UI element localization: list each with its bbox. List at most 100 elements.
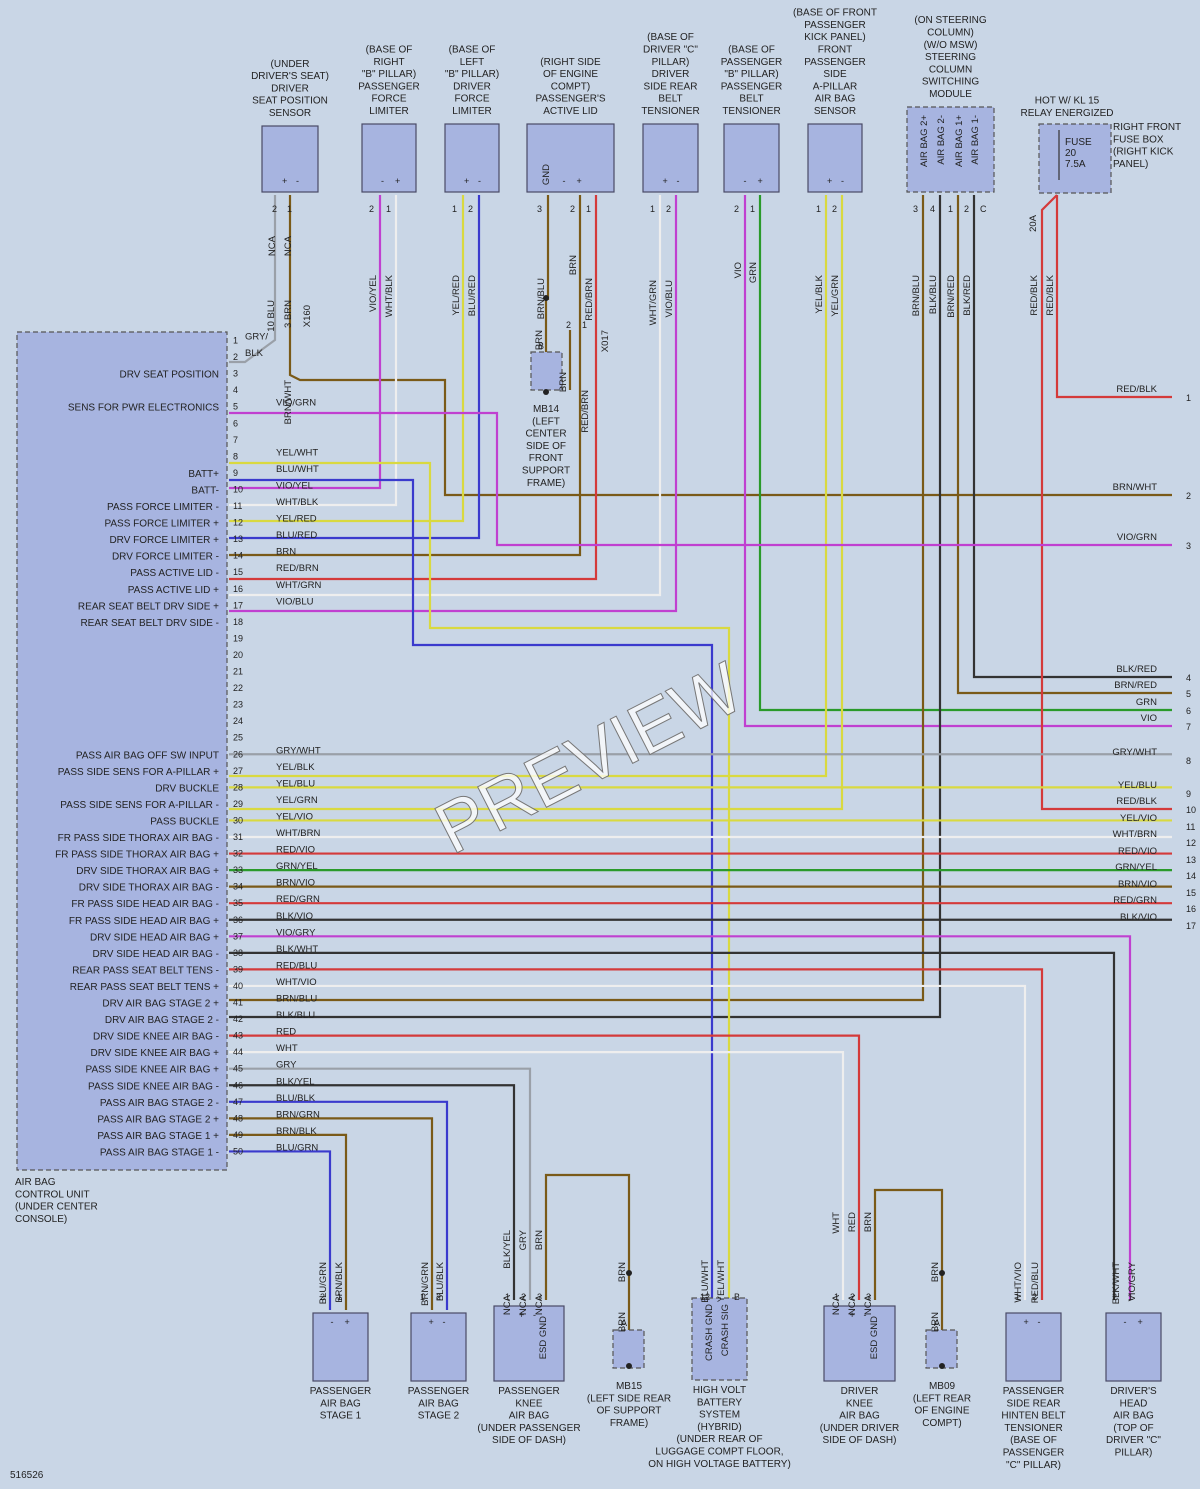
terminal-symbol: - (1124, 1317, 1127, 1327)
wire-color-label: YEL/GRN (830, 275, 841, 317)
control-unit-title: (UNDER CENTER (15, 1202, 98, 1213)
pin-function: REAR SEAT BELT DRV SIDE - (80, 618, 219, 629)
top-component-title: STEERING (925, 52, 976, 63)
wire-color-label: NCA (267, 235, 278, 256)
terminal-symbol: - (331, 1317, 334, 1327)
connector-wire-label: RED/VIO (1118, 846, 1157, 857)
top-component-title: COLUMN (929, 64, 972, 75)
bottom-component-title: STAGE 1 (320, 1411, 362, 1422)
wire-color-label: BLK/WHT (1111, 1262, 1122, 1304)
pin-function: PASS AIR BAG OFF SW INPUT (76, 750, 219, 761)
top-component-title: FRONT (818, 45, 852, 56)
top-component-title: TENSIONER (722, 106, 780, 117)
bottom-component-title: DRIVER (841, 1386, 879, 1397)
terminal-symbol: + (464, 176, 469, 186)
battery-pin-label: CRASH SIG (720, 1304, 731, 1356)
mb14-title: FRAME) (527, 478, 565, 489)
wire-yel-grn (229, 195, 844, 811)
top-component-title: KICK PANEL) (804, 32, 866, 43)
wire-color-label: BLU/WHT (700, 1260, 711, 1303)
pin-number: 32 (233, 849, 243, 859)
fuse-box-label: PANEL) (1113, 159, 1148, 170)
wire-pin-number: 2 (468, 204, 473, 214)
pin-number: 47 (233, 1097, 243, 1107)
bottom-component-title: STAGE 2 (418, 1411, 460, 1422)
wire-color-label: NCA (283, 235, 294, 256)
wire-pin-number: 2 (369, 204, 374, 214)
bottom-component-title: AIR BAG (839, 1411, 880, 1422)
pin-wire-label: WHT/BRN (276, 828, 320, 839)
wire-color-label: BRN/RED (946, 275, 957, 318)
pin-number: 25 (233, 733, 243, 743)
wire-color-label: BLK/RED (962, 275, 973, 316)
pin-number: 7 (233, 435, 238, 445)
pin-wire-label: BLK/BLU (276, 1010, 315, 1021)
pin-wire-label: YEL/BLU (276, 778, 315, 789)
terminal-symbol: + (519, 1310, 524, 1320)
pin-wire-label: GRY (276, 1060, 297, 1071)
pin-function: PASS ACTIVE LID - (130, 568, 219, 579)
wire-pin-number: 3 (913, 204, 918, 214)
splice-dot (626, 1270, 632, 1276)
top-component-title: DRIVER (652, 69, 690, 80)
terminal-symbol: - (744, 176, 747, 186)
pin-wire-label: YEL/WHT (276, 447, 318, 458)
pin-function: FR PASS SIDE THORAX AIR BAG + (55, 850, 219, 861)
terminal-symbol: - (381, 176, 384, 186)
connector-number: 6 (1186, 706, 1191, 716)
wire-color-label: X160 (302, 305, 313, 327)
bottom-component-title: KNEE (515, 1398, 543, 1409)
ground-title: (LEFT SIDE REAR (587, 1393, 671, 1404)
pin-number: 3 (233, 369, 238, 379)
pin-wire-label: YEL/VIO (276, 811, 313, 822)
wire-pin-number: 1 (452, 204, 457, 214)
wire-color-label: NCA (534, 1294, 545, 1315)
top-component-title: PILLAR) (652, 57, 690, 68)
top-component-title: MODULE (929, 89, 972, 100)
pin-wire-label: VIO/BLU (276, 596, 314, 607)
bottom-component-box (823, 1305, 896, 1382)
wire-pin-number: 2 (964, 204, 969, 214)
fuse-title: RELAY ENERGIZED (1021, 108, 1114, 119)
pin-number: 48 (233, 1113, 243, 1123)
pin-wire-label: BLK/WHT (276, 944, 318, 955)
bottom-component-title: "C" PILLAR) (1006, 1460, 1061, 1471)
pin-wire-label: BRN/BLK (276, 1126, 317, 1137)
pin-number: 13 (233, 534, 243, 544)
pin-number: 36 (233, 915, 243, 925)
wire-pin-number: 2 (272, 204, 277, 214)
top-component-title: DRIVER "C" (643, 45, 698, 56)
pin-wire-label: BLK/VIO (276, 911, 313, 922)
pin-wire-label: GRY/ (245, 332, 268, 343)
ground-symbol (612, 1329, 645, 1369)
connector-number: 1 (1186, 393, 1191, 403)
pin-number: 50 (233, 1146, 243, 1156)
terminal-symbol: - (563, 176, 566, 186)
wire-color-label: BRN (568, 255, 579, 275)
bottom-pin-number: 1 (337, 1292, 342, 1302)
pin-wire-label: WHT/BLK (276, 497, 319, 508)
top-component-title: BELT (739, 94, 763, 105)
top-component-title: SENSOR (269, 108, 311, 119)
pin-wire-label: BLK (245, 348, 264, 359)
fuse-label: 7.5A (1065, 159, 1086, 170)
mb14-title: SIDE OF (526, 441, 566, 452)
ground-title: COMPT) (922, 1418, 961, 1429)
pin-number: 26 (233, 749, 243, 759)
wire-color-label: YEL/BLK (814, 274, 825, 313)
top-component-title: SIDE (823, 69, 847, 80)
connector-number: 8 (1186, 756, 1191, 766)
wire-color-label: GRN (748, 262, 759, 283)
connector-number: 14 (1186, 871, 1196, 881)
fuse-amp-label: 20A (1028, 214, 1039, 232)
wire-color-label: RED (847, 1212, 858, 1232)
mb14-title: CENTER (525, 429, 566, 440)
top-component-box (906, 106, 995, 193)
connector-wire-label: BRN/RED (1114, 680, 1157, 691)
pin-function: DRV FORCE LIMITER + (109, 535, 219, 546)
wire-pin-number: 2 (570, 204, 575, 214)
connector-number: 11 (1186, 822, 1195, 832)
pin-function: FR PASS SIDE HEAD AIR BAG + (69, 916, 219, 927)
wire-color-label: VIO/BLU (664, 280, 675, 318)
bottom-component-title: (UNDER REAR OF (676, 1434, 762, 1445)
